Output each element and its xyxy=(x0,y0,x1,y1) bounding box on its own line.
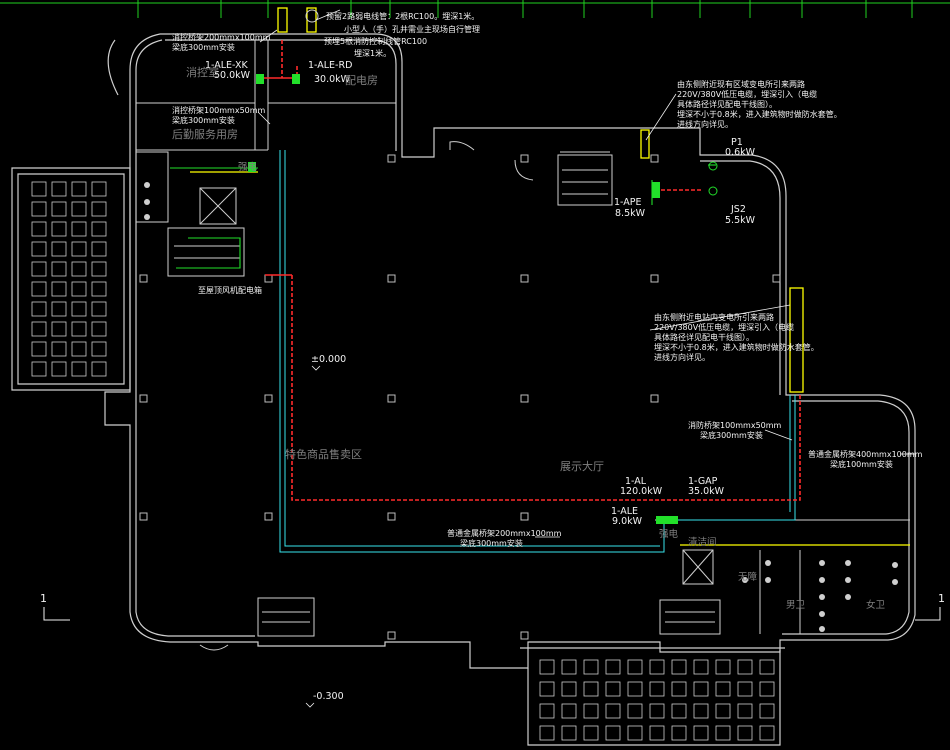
panel-ale-label: 1-ALE xyxy=(611,506,638,517)
js2-label: JS2 xyxy=(730,204,746,215)
stair-note: 至屋顶风机配电箱 xyxy=(198,285,262,295)
area-hall-label: 展示大厅 xyxy=(560,459,604,473)
red-solid-routes xyxy=(262,77,297,276)
cable-tray-fire-right: 消防桥架100mmx50mm xyxy=(688,420,782,430)
p1-label: P1 xyxy=(731,137,743,148)
panel-al-kw: 120.0kW xyxy=(620,486,663,497)
room-cleaning-label: 清洁间 xyxy=(688,536,717,548)
cable-tray-top-label: 消控桥架200mmx100mm xyxy=(172,32,271,42)
building-walls xyxy=(11,33,916,746)
cable-tray-top-note: 梁底300mm安装 xyxy=(172,42,235,52)
room-dist-label: 配电房 xyxy=(345,74,378,87)
cable-tray-norm-bottom: 普通金属桥架200mmx100mm xyxy=(447,528,562,538)
top-note-line-1: 预留2路弱电线管：2根RC100。埋深1米。 xyxy=(326,11,479,21)
panel-ape-kw: 8.5kW xyxy=(615,208,646,219)
room-ele-label: 强电 xyxy=(238,161,258,173)
cable-tray-mid-note: 梁底300mm安装 xyxy=(172,115,235,125)
cable-tray-fire-right-note: 梁底300mm安装 xyxy=(700,430,763,440)
cable-tray-norm-right: 普通金属桥架400mmx100mm xyxy=(808,449,923,459)
note-right-mid-5: 进线方向详见。 xyxy=(654,352,710,362)
panel-ale-kw: 9.0kW xyxy=(612,516,643,527)
note-right-mid-4: 埋深不小于0.8米，进入建筑物时做防水套管。 xyxy=(654,342,819,352)
terrace-tiles-left xyxy=(31,181,107,377)
panel-al-label: 1-AL xyxy=(625,476,647,487)
axis-grid-top xyxy=(0,0,950,18)
top-note-line-4: 埋深1米。 xyxy=(354,48,391,58)
note-right-mid-3: 具体路径详见配电干线图）。 xyxy=(654,332,754,342)
room-men-label: 男卫 xyxy=(786,600,806,611)
leader-lines xyxy=(257,9,915,538)
room-logistics-label: 后勤服务用房 xyxy=(172,128,238,141)
note-right-top-5: 进线方向详见。 xyxy=(677,119,733,129)
note-right-top-3: 具体路径详见配电干线图）。 xyxy=(677,99,777,109)
p1-kw: 0.6kW xyxy=(725,147,756,158)
cable-tray-norm-right-note: 梁底100mm安装 xyxy=(830,459,893,469)
panel-gap-kw: 35.0kW xyxy=(688,486,725,497)
room-women-label: 女卫 xyxy=(866,599,886,611)
panel-ape-label: 1-APE xyxy=(614,197,642,208)
note-right-top-2: 220V/380V低压电缆，埋深引入（电缆 xyxy=(677,89,817,99)
room-disabled-label: 无障 xyxy=(738,571,758,583)
terrace-tiles-bottom xyxy=(539,659,775,741)
top-note-line-3: 预埋5根消防控制线管RC100 xyxy=(324,36,427,46)
note-right-top-1: 由东侧附近现有区域变电所引来两路 xyxy=(677,79,805,89)
section-mark-left: 1 xyxy=(40,592,47,605)
panel-gap-label: 1-GAP xyxy=(688,476,718,487)
panel-alexk-label: 1-ALE-XK xyxy=(205,60,249,71)
room-elec-bottom-label: 强电 xyxy=(659,528,679,540)
elevation-marks xyxy=(305,365,321,708)
note-right-top-4: 埋深不小于0.8米，进入建筑物时做防水套管。 xyxy=(677,109,842,119)
panel-alerd-kw: 30.0kW xyxy=(314,74,351,85)
note-right-mid-1: 由东侧附近电站内变电所引来两路 xyxy=(654,312,774,322)
elevation-zero: ±0.000 xyxy=(311,354,346,365)
area-sale-label: 特色商品售卖区 xyxy=(285,447,362,461)
elevation-negative: -0.300 xyxy=(313,691,344,702)
section-mark-right: 1 xyxy=(938,592,945,605)
cyan-cable-trays xyxy=(279,150,796,553)
columns xyxy=(139,154,781,640)
panel-alerd-label: 1-ALE-RD xyxy=(308,60,352,71)
panel-alexk-kw: 50.0kW xyxy=(214,70,251,81)
section-marks xyxy=(43,607,941,621)
panel-symbols xyxy=(248,9,718,524)
note-right-mid-2: 220V/380V低压电缆，埋深引入（电缆 xyxy=(654,322,794,332)
room-control-label: 消控室 xyxy=(186,65,219,79)
cable-tray-mid-label: 消控桥架100mmx50mm xyxy=(172,105,266,115)
js2-kw: 5.5kW xyxy=(725,215,756,226)
top-note-line-2: 小型人（手）孔井需业主现场自行管理 xyxy=(344,24,480,34)
cable-tray-norm-bottom-note: 梁底300mm安装 xyxy=(460,538,523,548)
toilet-fixtures xyxy=(144,182,898,632)
